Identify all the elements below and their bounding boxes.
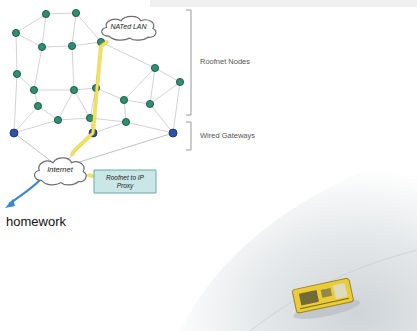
router-device	[288, 277, 361, 323]
mesh-link	[16, 14, 46, 33]
cloud-node: NATed LAN	[98, 13, 159, 42]
mesh-link	[46, 13, 76, 14]
roofnet-node	[38, 43, 45, 50]
cloud-shape	[102, 16, 156, 40]
mesh-link	[74, 90, 90, 118]
mesh-link	[126, 122, 173, 133]
roofnet-node	[68, 42, 75, 49]
mesh-links	[14, 13, 180, 168]
mesh-link	[14, 106, 38, 133]
snow-ground	[180, 150, 417, 331]
roofnet-node	[146, 100, 153, 107]
group-label: Wired Gateways	[200, 131, 255, 140]
note-text: homework	[6, 214, 66, 229]
top-strip	[150, 0, 417, 7]
route-path	[89, 175, 94, 177]
mesh-link	[58, 118, 90, 120]
mesh-link	[16, 33, 42, 47]
proxy-box: Roofnet to IP Proxy	[94, 170, 156, 193]
mesh-link	[42, 14, 46, 47]
mesh-link	[16, 33, 17, 74]
roofnet-node	[13, 70, 20, 77]
box-shape	[94, 170, 156, 193]
snow-ridge	[250, 250, 417, 331]
mesh-link	[72, 13, 76, 46]
mesh-link	[72, 42, 101, 46]
mesh-link	[76, 13, 101, 42]
node-text: Roofnet to IP Proxy	[99, 174, 151, 189]
roofnet-node	[70, 86, 77, 93]
mesh-link	[155, 68, 180, 82]
mesh-link	[14, 120, 58, 133]
cloud-shape	[35, 158, 87, 185]
arrow-head	[5, 199, 15, 208]
mesh-link	[34, 47, 42, 90]
roofnet-node	[122, 118, 129, 125]
mesh-link	[173, 82, 180, 133]
roofnet-node	[12, 29, 19, 36]
mesh-link	[101, 42, 155, 68]
bracket	[186, 10, 191, 115]
cloud-node: Internet	[31, 154, 89, 187]
wired-gateway	[169, 129, 177, 137]
mesh-link	[72, 46, 74, 90]
roofnet-node	[72, 9, 79, 16]
route-line	[89, 174, 94, 178]
roofnet-node	[151, 64, 158, 71]
roofnet-node	[54, 116, 61, 123]
group-label: Roofnet Nodes	[200, 57, 250, 66]
roofnet-node	[42, 10, 49, 17]
roofnet-node	[176, 78, 183, 85]
wired-gateway	[10, 129, 18, 137]
route-line	[72, 42, 107, 154]
mesh-link	[42, 46, 72, 47]
mesh-link	[150, 68, 155, 104]
roofnet-node	[30, 86, 37, 93]
mesh-link	[14, 74, 17, 133]
roofnet-node	[34, 102, 41, 109]
mesh-link	[58, 90, 74, 120]
route-shadow	[89, 173, 94, 178]
mesh-link	[34, 90, 74, 91]
internet-link	[9, 180, 40, 204]
mesh-link	[96, 88, 124, 100]
mesh-link	[150, 82, 180, 104]
mesh-link	[93, 122, 126, 133]
route-path	[72, 42, 107, 154]
node-text: Internet	[47, 166, 72, 175]
bracket	[186, 122, 191, 150]
node-text: NATed LAN	[110, 23, 146, 31]
roofnet-node	[120, 96, 127, 103]
mesh-link	[124, 68, 155, 100]
route-shadow	[72, 42, 107, 154]
